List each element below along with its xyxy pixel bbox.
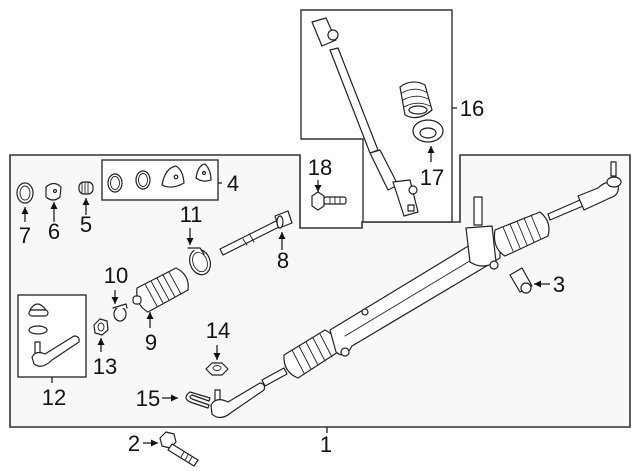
bushing-part [78, 181, 94, 195]
callout-1: 1 [320, 432, 332, 457]
callout-14: 14 [206, 318, 230, 343]
nut-part [205, 362, 229, 376]
plug-part [45, 182, 62, 201]
callout-6: 6 [48, 219, 60, 244]
callout-13: 13 [93, 354, 117, 379]
callout-7: 7 [19, 223, 31, 248]
callout-10: 10 [104, 263, 128, 288]
shaft-seal-part [412, 119, 444, 143]
callout-3: 3 [553, 272, 565, 297]
outer-tie-rod-kit-contents [28, 303, 80, 367]
boot-clamp-large-part [187, 247, 211, 276]
callout-9: 9 [145, 330, 157, 355]
cotter-pin-part [185, 391, 211, 409]
mount-bushing-part [509, 267, 533, 294]
callout-17: 17 [420, 165, 444, 190]
inner-tie-rod-part [219, 210, 293, 256]
shaft-boot-part [399, 81, 433, 119]
callout-8: 8 [277, 248, 289, 273]
callout-4: 4 [227, 171, 239, 196]
intermediate-shaft-part [311, 17, 419, 217]
callout-16: 16 [460, 96, 484, 121]
callout-2: 2 [128, 431, 140, 456]
mounting-bolt-part [159, 431, 199, 467]
callout-12: 12 [42, 385, 66, 410]
boot-part [132, 267, 189, 313]
boot-clamp-small-part [112, 303, 128, 322]
callout-11: 11 [180, 202, 203, 227]
callout-5: 5 [80, 212, 92, 237]
pinch-bolt-part [311, 191, 347, 211]
steering-rack-part [210, 161, 622, 419]
callout-18: 18 [308, 155, 332, 180]
callout-15: 15 [136, 386, 160, 411]
jam-nut-part [93, 318, 109, 336]
kit-seal-1 [161, 165, 185, 188]
seal-inner [19, 185, 31, 201]
